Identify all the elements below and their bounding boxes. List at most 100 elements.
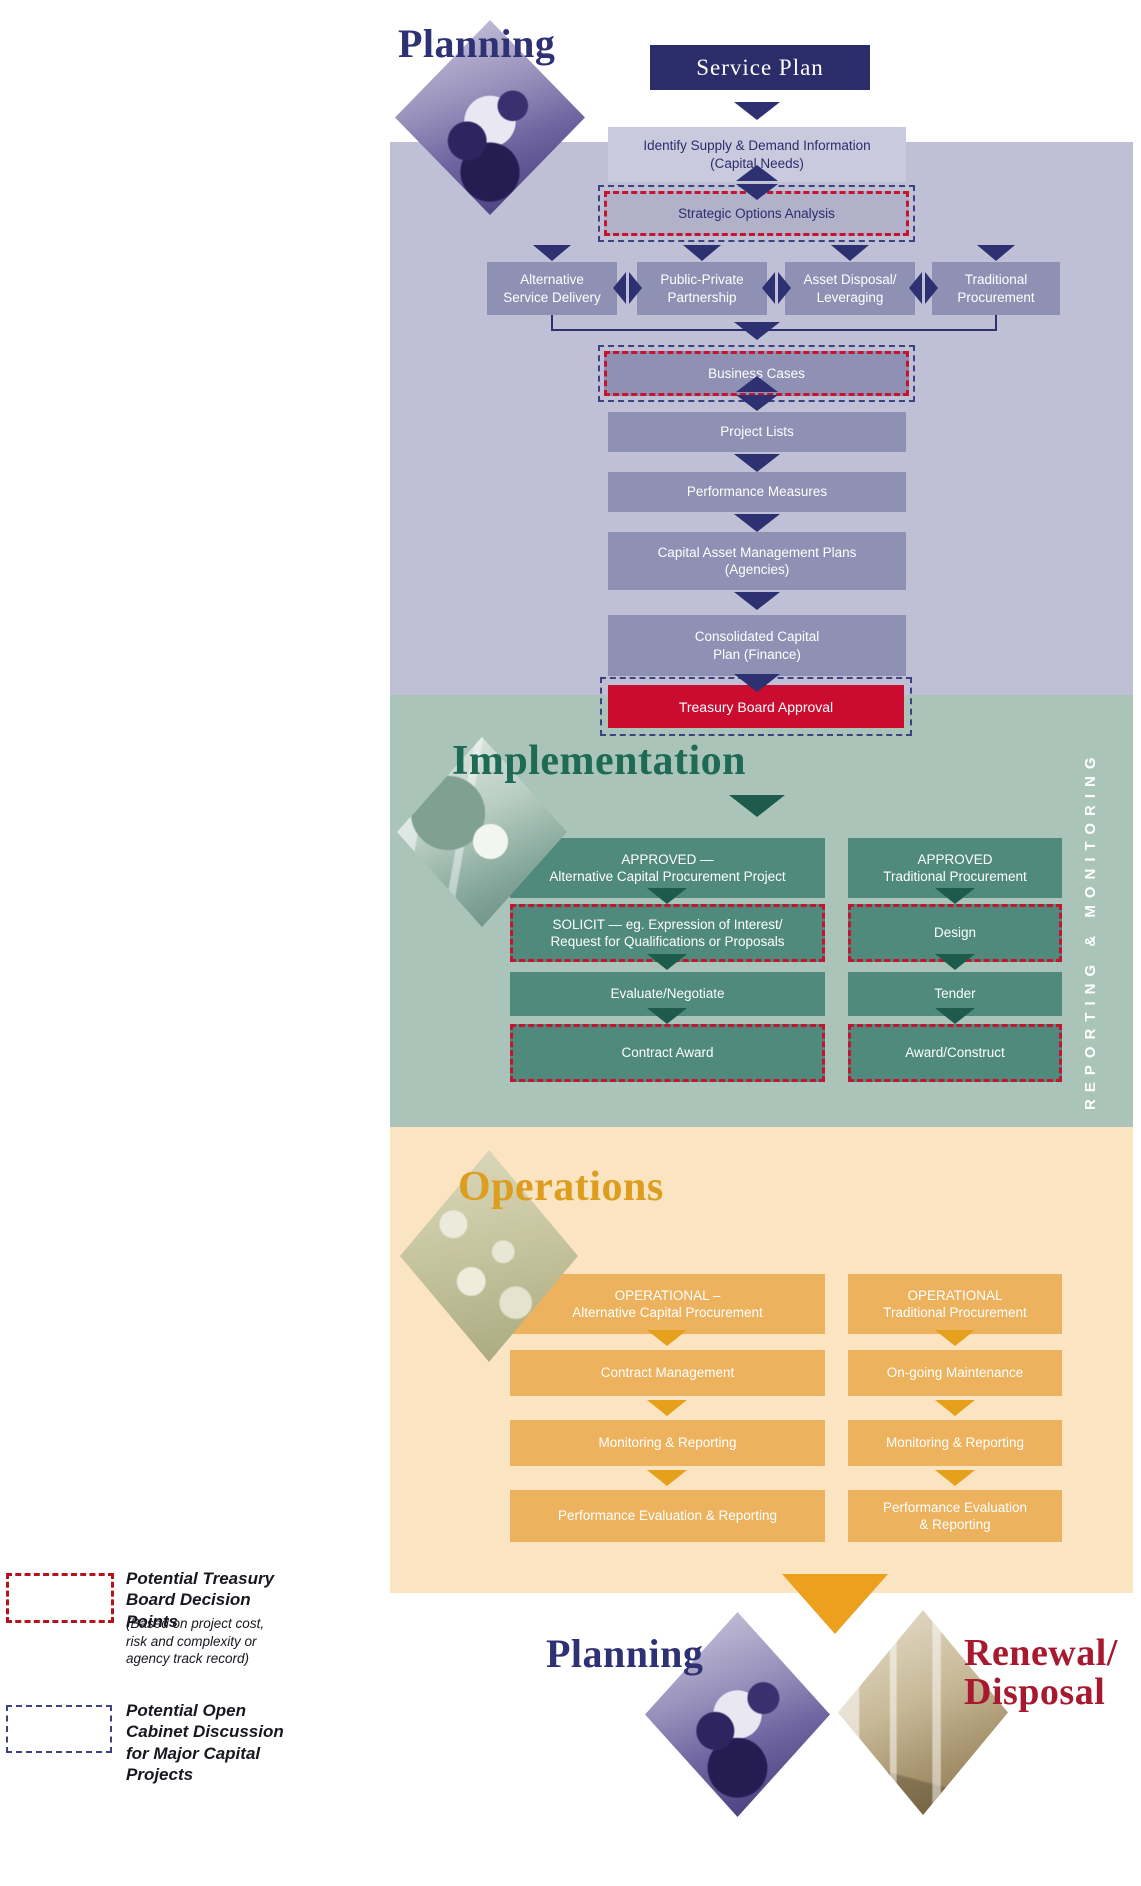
ongoing-maintenance-label: On-going Maintenance bbox=[886, 1365, 1024, 1381]
approved-traditional-line1: APPROVED bbox=[917, 851, 993, 867]
treasury-approval-label: Treasury Board Approval bbox=[678, 698, 834, 715]
legend-red-dashed-swatch bbox=[6, 1573, 114, 1623]
down-arrow bbox=[683, 245, 721, 261]
renewal-line1: Renewal/ bbox=[964, 1632, 1118, 1674]
performance-evaluation-line1: Performance Evaluation bbox=[882, 1499, 1028, 1515]
implementation-title: Implementation bbox=[452, 738, 746, 784]
service-plan-box: Service Plan bbox=[650, 45, 870, 90]
treasury-approval-box: Treasury Board Approval bbox=[608, 685, 904, 728]
performance-evaluation-right-box: Performance Evaluation & Reporting bbox=[848, 1490, 1062, 1542]
down-arrow-green bbox=[647, 954, 687, 970]
option-line: Procurement bbox=[957, 289, 1035, 305]
down-arrow bbox=[734, 322, 780, 340]
identify-line1: Identify Supply & Demand Information bbox=[643, 138, 871, 154]
monitoring-reporting-right-box: Monitoring & Reporting bbox=[848, 1420, 1062, 1466]
solicit-box: SOLICIT — eg. Expression of Interest/ Re… bbox=[510, 904, 825, 962]
capital-asset-plans-line1: Capital Asset Management Plans bbox=[657, 544, 857, 560]
two-way-diamond-up bbox=[736, 376, 778, 392]
identify-line2: (Capital Needs) bbox=[710, 155, 804, 171]
option-line: Public-Private bbox=[660, 272, 744, 288]
down-arrow bbox=[734, 102, 780, 120]
option-traditional-procurement: Traditional Procurement bbox=[932, 262, 1060, 315]
design-label: Design bbox=[933, 925, 977, 941]
consolidated-plan-line1: Consolidated Capital bbox=[694, 629, 820, 645]
option-asset-disposal-leveraging: Asset Disposal/ Leveraging bbox=[785, 262, 915, 315]
monitoring-reporting-label: Monitoring & Reporting bbox=[885, 1435, 1025, 1451]
down-arrow-orange bbox=[935, 1470, 975, 1486]
treasury-approval-frame: Treasury Board Approval bbox=[600, 677, 912, 736]
down-arrow-green bbox=[935, 1008, 975, 1024]
performance-evaluation-label: Performance Evaluation & Reporting bbox=[557, 1508, 778, 1524]
down-arrow-orange bbox=[647, 1330, 687, 1346]
evaluate-negotiate-label: Evaluate/Negotiate bbox=[610, 986, 725, 1002]
legend-red-title: Potential Treasury Board Decision Points bbox=[126, 1569, 275, 1631]
approved-alternative-line1: APPROVED — bbox=[621, 851, 714, 867]
down-arrow bbox=[831, 245, 869, 261]
down-arrow-green bbox=[647, 1008, 687, 1024]
strategic-options-label: Strategic Options Analysis bbox=[678, 205, 835, 221]
consolidated-plan-box: Consolidated Capital Plan (Finance) bbox=[608, 615, 906, 676]
design-box: Design bbox=[848, 904, 1062, 962]
project-lists-box: Project Lists bbox=[608, 412, 906, 452]
legend-red-note: (Based on project cost, risk and complex… bbox=[126, 1616, 265, 1667]
monitoring-reporting-left-box: Monitoring & Reporting bbox=[510, 1420, 825, 1466]
operational-traditional-box: OPERATIONAL Traditional Procurement bbox=[848, 1274, 1062, 1334]
down-arrow bbox=[734, 674, 780, 692]
operational-alternative-line1: OPERATIONAL – bbox=[614, 1287, 721, 1303]
cycle-back-arrow bbox=[782, 1574, 888, 1634]
operational-alternative-box: OPERATIONAL – Alternative Capital Procur… bbox=[510, 1274, 825, 1334]
down-arrow-green bbox=[935, 888, 975, 904]
planning-title: Planning bbox=[398, 21, 556, 66]
approved-traditional-line2: Traditional Procurement bbox=[883, 869, 1027, 884]
project-lists-label: Project Lists bbox=[720, 424, 794, 440]
down-arrow-orange bbox=[935, 1330, 975, 1346]
option-alternative-service-delivery: Alternative Service Delivery bbox=[487, 262, 617, 315]
down-arrow bbox=[734, 592, 780, 610]
connector-line bbox=[995, 315, 997, 331]
award-construct-box: Award/Construct bbox=[848, 1024, 1062, 1082]
performance-measures-box: Performance Measures bbox=[608, 472, 906, 512]
option-line: Traditional bbox=[964, 272, 1028, 288]
service-plan-label: Service Plan bbox=[696, 54, 824, 80]
solicit-line1: SOLICIT — eg. Expression of Interest/ bbox=[552, 916, 783, 932]
monitoring-reporting-label: Monitoring & Reporting bbox=[598, 1435, 737, 1451]
legend-blue-dashed-swatch bbox=[6, 1705, 112, 1753]
down-arrow-green bbox=[935, 954, 975, 970]
two-way-diamond-down bbox=[736, 184, 778, 200]
contract-award-label: Contract Award bbox=[621, 1045, 714, 1061]
tender-label: Tender bbox=[934, 986, 976, 1002]
contract-award-box: Contract Award bbox=[510, 1024, 825, 1082]
option-public-private-partnership: Public-Private Partnership bbox=[637, 262, 767, 315]
capital-asset-plans-box: Capital Asset Management Plans (Agencies… bbox=[608, 532, 906, 590]
down-arrow bbox=[977, 245, 1015, 261]
consolidated-plan-line2: Plan (Finance) bbox=[713, 646, 801, 662]
option-line: Alternative bbox=[520, 272, 584, 288]
option-line: Partnership bbox=[667, 289, 737, 305]
operational-alternative-line2: Alternative Capital Procurement bbox=[572, 1305, 763, 1320]
capital-asset-plans-line2: (Agencies) bbox=[724, 562, 790, 577]
contract-management-box: Contract Management bbox=[510, 1350, 825, 1396]
option-line: Leveraging bbox=[816, 289, 884, 305]
business-cases-box: Business Cases bbox=[604, 351, 909, 396]
down-arrow bbox=[734, 514, 780, 532]
option-line: Service Delivery bbox=[503, 289, 601, 305]
down-arrow-orange bbox=[647, 1400, 687, 1416]
two-way-diamond-up bbox=[736, 165, 778, 181]
down-arrow-green bbox=[729, 795, 785, 817]
legend-blue-title: Potential Open Cabinet Discussion for Ma… bbox=[126, 1701, 284, 1784]
evaluate-negotiate-box: Evaluate/Negotiate bbox=[510, 972, 825, 1016]
renewal-line2: Disposal bbox=[964, 1670, 1106, 1713]
award-construct-label: Award/Construct bbox=[905, 1045, 1005, 1061]
ongoing-maintenance-box: On-going Maintenance bbox=[848, 1350, 1062, 1396]
performance-measures-label: Performance Measures bbox=[686, 484, 828, 500]
footer-planning-title: Planning bbox=[546, 1631, 704, 1676]
renewal-disposal-title: Renewal/ Disposal bbox=[964, 1634, 1118, 1712]
down-arrow bbox=[533, 245, 571, 261]
performance-evaluation-line2: & Reporting bbox=[919, 1517, 991, 1532]
business-cases-label: Business Cases bbox=[708, 365, 805, 381]
operations-title: Operations bbox=[458, 1164, 664, 1210]
performance-evaluation-left-box: Performance Evaluation & Reporting bbox=[510, 1490, 825, 1542]
contract-management-label: Contract Management bbox=[600, 1365, 735, 1381]
solicit-line2: Request for Qualifications or Proposals bbox=[550, 934, 785, 949]
